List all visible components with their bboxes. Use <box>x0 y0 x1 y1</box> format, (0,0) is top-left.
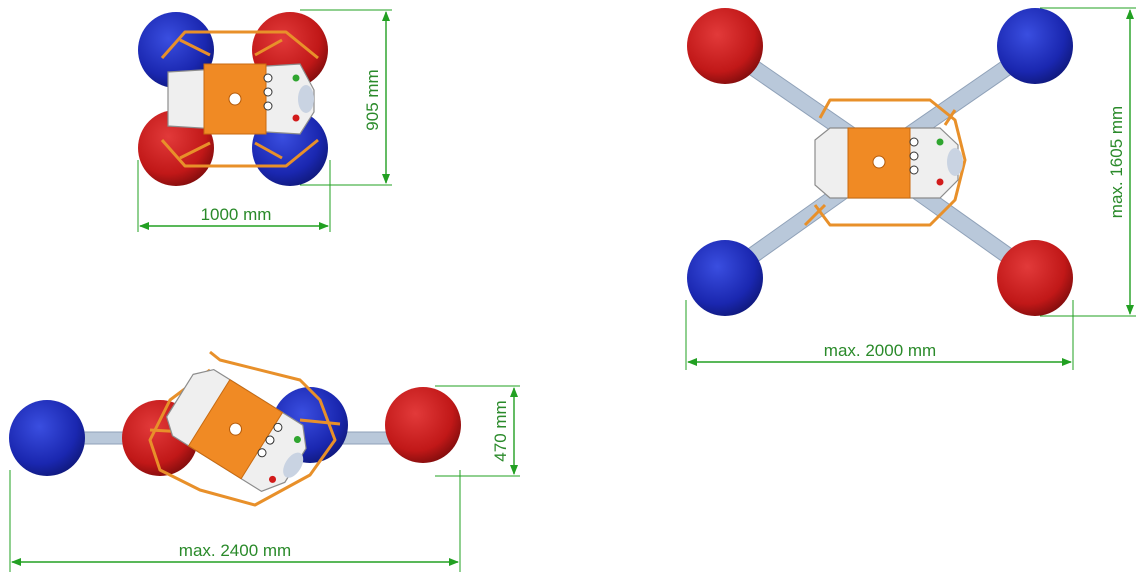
pad-blue <box>687 240 763 316</box>
inline-width-label: max. 2400 mm <box>179 541 291 560</box>
xspread-body <box>814 127 963 199</box>
pad-red <box>997 240 1073 316</box>
xspread-view: max. 2000 mm max. 1605 mm <box>685 7 1136 370</box>
compact-dimension-lines: 1000 mm 905 mm <box>137 9 392 232</box>
compact-view: 1000 mm 905 mm <box>137 9 392 232</box>
pad-blue <box>9 400 85 476</box>
compact-body <box>167 63 315 135</box>
compact-width-label: 1000 mm <box>201 205 272 224</box>
xspread-dimension-lines: max. 2000 mm max. 1605 mm <box>685 7 1136 370</box>
pad-red <box>687 8 763 84</box>
pad-red <box>385 387 461 463</box>
body-center-hole <box>228 92 242 106</box>
inline-height-label: 470 mm <box>491 400 510 461</box>
xspread-frame <box>803 98 967 227</box>
inline-body <box>165 368 307 493</box>
body-center-hole <box>229 422 243 436</box>
inline-view: max. 2400 mm 470 mm <box>9 350 520 572</box>
compact-height-label: 905 mm <box>363 69 382 130</box>
pad-blue <box>997 8 1073 84</box>
xspread-width-label: max. 2000 mm <box>824 341 936 360</box>
inline-dimension-lines: max. 2400 mm 470 mm <box>9 385 520 572</box>
body-center-hole <box>872 155 886 169</box>
compact-frame <box>160 30 319 168</box>
xspread-height-label: max. 1605 mm <box>1107 106 1126 218</box>
xspread-pads <box>687 8 1073 316</box>
